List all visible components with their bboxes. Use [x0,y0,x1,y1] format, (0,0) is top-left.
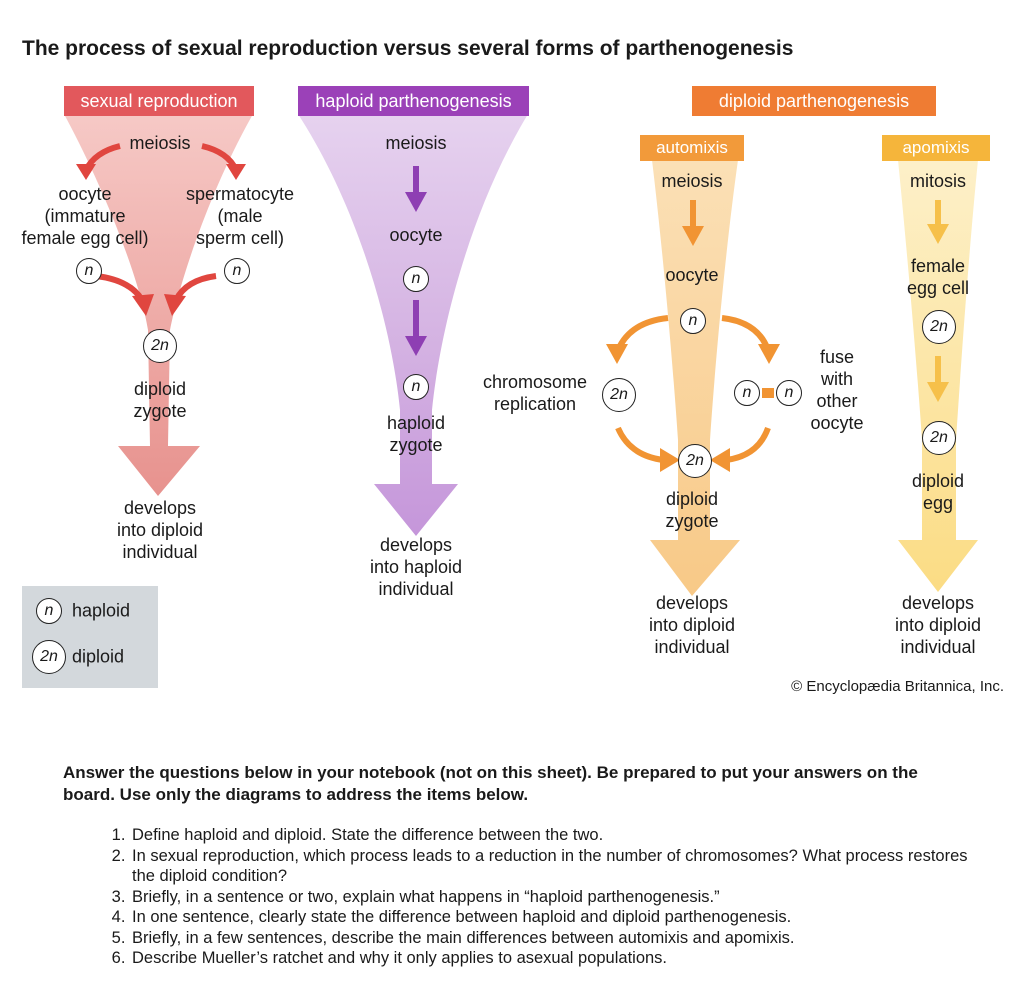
header-sexual-reproduction: sexual reproduction [64,86,254,116]
automixis-result-label: develops into diploid individual [648,593,736,657]
instructions: Answer the questions below in your noteb… [63,763,918,804]
automixis-zygote-label: diploid zygote [665,489,719,531]
haploid-arrow-2-head [405,336,427,356]
header-automixis: automixis [640,135,744,161]
page-title: The process of sexual reproduction versu… [22,37,794,60]
sexual-funnel [64,114,253,496]
haploid-arrow-1-head [405,192,427,212]
apomixis-result-label: develops into diploid individual [894,593,982,657]
automixis-zygote-symbol: 2n [678,444,712,478]
haploid-oocyte-label: oocyte [389,225,443,245]
question-list: Define haploid and diploid. State the di… [130,825,980,969]
haploid-result-label: develops into haploid individual [369,535,463,599]
header-haploid-parthenogenesis: haploid parthenogenesis [298,86,529,116]
apomixis-diploid-egg-symbol: 2n [922,421,956,455]
meiosis-arrow-right-head [226,164,246,180]
question-item: In one sentence, clearly state the diffe… [130,907,980,928]
haploid-arrow-2-shaft [413,300,419,338]
haploid-zygote-symbol: n [403,374,429,400]
apomixis-egg-diploid-symbol: 2n [922,310,956,344]
meiosis-arrow-left-head [76,164,96,180]
header-apomixis: apomixis [882,135,990,161]
question-item: Briefly, in a sentence or two, explain w… [130,887,980,908]
apomixis-arrow-2-head [927,382,949,402]
automixis-oocyte-label: oocyte [665,265,719,285]
fuse-arrow-down-head [710,448,730,472]
spermatocyte-label: spermatocyte (male sperm cell) [185,184,295,248]
legend-haploid-label: haploid [72,600,131,621]
sperm-to-zygote-arrow-head [164,294,186,316]
haploid-oocyte-symbol: n [76,258,102,284]
chromosome-replication-label: chromosome replication [482,372,588,414]
replication-arrow-down-head [660,448,680,472]
apomixis-arrow-2-shaft [935,356,941,384]
haploid-sperm-symbol: n [224,258,250,284]
diploid-zygote-symbol: 2n [143,329,177,363]
haploid-arrow-1-shaft [413,166,419,194]
oocyte-to-zygote-arrow-head [132,294,154,316]
sexual-zygote-label: diploid zygote [133,379,187,421]
legend-diploid-label: diploid [72,646,125,667]
fuse-link [762,388,774,398]
fuse-haploid-symbol-1: n [734,380,760,406]
replication-arrow-up-head [606,344,628,364]
oocyte-label: oocyte (immature female egg cell) [21,184,149,248]
sexual-result-label: develops into diploid individual [116,498,204,562]
header-diploid-parthenogenesis: diploid parthenogenesis [692,86,936,116]
haploid-oocyte-symbol-top: n [403,266,429,292]
automixis-haploid-symbol: n [680,308,706,334]
question-item: Briefly, in a few sentences, describe th… [130,928,980,949]
fuse-arrow-down [725,426,771,463]
replication-arrow-down [615,426,665,463]
legend-diploid-symbol: 2n [32,640,66,674]
legend-diploid: 2n diploid [32,640,125,674]
question-item: In sexual reproduction, which process le… [130,846,980,887]
automixis-arrow-head [682,226,704,246]
legend-haploid: n haploid [36,598,130,624]
female-egg-cell-label: female egg cell [906,256,970,298]
legend-haploid-symbol: n [36,598,62,624]
legend: n haploid 2n diploid [22,586,158,688]
apomixis-arrow-1-shaft [935,200,941,226]
automixis-column [650,160,740,596]
fuse-with-other-oocyte-label: fuse with other oocyte [810,347,864,433]
copyright: © Encyclopædia Britannica, Inc. [791,678,1004,695]
apomixis-arrow-1-head [927,224,949,244]
haploid-zygote-label: haploid zygote [386,413,446,455]
question-item: Define haploid and diploid. State the di… [130,825,980,846]
replicated-diploid-symbol: 2n [602,378,636,412]
haploid-meiosis-label: meiosis [385,133,447,153]
question-item: Describe Mueller’s ratchet and why it on… [130,948,980,969]
automixis-arrow-shaft [690,200,696,228]
apomixis-mitosis-label: mitosis [909,171,966,191]
diploid-egg-label: diploid egg [911,471,965,513]
fuse-arrow-up-head [758,344,780,364]
fuse-haploid-symbol-2: n [776,380,802,406]
sexual-meiosis-label: meiosis [129,133,191,153]
automixis-meiosis-label: meiosis [661,171,723,191]
